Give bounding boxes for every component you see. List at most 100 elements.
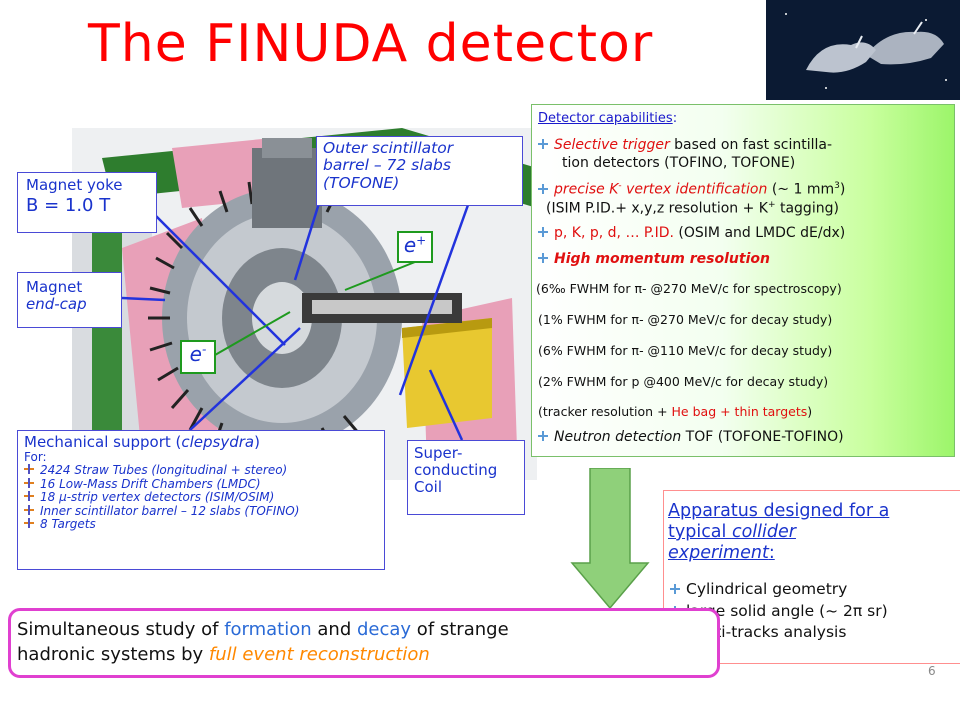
- bullet-icon: [538, 182, 548, 194]
- outer-line-3: (TOFONE): [323, 173, 400, 192]
- mech-item-text: 8 Targets: [40, 516, 96, 531]
- cap-line-1: Selective trigger based on fast scintill…: [538, 137, 832, 153]
- outer-scintillator-label: Outer scintillator barrel – 72 slabs (TO…: [316, 136, 523, 206]
- coil-line-3: Coil: [414, 477, 442, 496]
- mech-for: For:: [24, 449, 47, 464]
- sim-e: of strange: [411, 619, 509, 640]
- mech-item: Inner scintillator barrel – 12 slabs (TO…: [24, 503, 384, 518]
- mech-title-a: Mechanical support (: [24, 433, 182, 451]
- apparatus-item-text: Cylindrical geometry: [686, 580, 848, 598]
- bullet-icon: [24, 504, 34, 515]
- bullet-icon: [670, 579, 680, 594]
- cap-line-11: Neutron detection TOF (TOFONE-TOFINO): [538, 429, 844, 445]
- sim-f: hadronic systems by: [17, 644, 209, 666]
- capabilities-heading: Detector capabilities:: [538, 111, 677, 126]
- sim-line-1: Simultaneous study of formation and deca…: [17, 617, 509, 642]
- capabilities-heading-text: Detector capabilities: [538, 111, 673, 126]
- capabilities-heading-colon: :: [672, 111, 678, 126]
- mech-item-text: 2424 Straw Tubes (longitudinal + stereo): [40, 463, 288, 478]
- magnet-yoke-label: Magnet yoke B = 1.0 T: [17, 172, 157, 233]
- cap-l1a: Selective trigger: [554, 137, 670, 153]
- sim-c: and: [311, 619, 357, 640]
- mech-title-b: clepsydra: [181, 433, 255, 451]
- cap-l2sup: -: [618, 181, 622, 191]
- mech-item-text: 18 μ-strip vertex detectors (ISIM/OSIM): [40, 490, 275, 505]
- cap-l3b: tagging): [775, 200, 839, 217]
- bulls-logo-image: [766, 0, 960, 100]
- coil-line-1: Super-: [414, 444, 463, 462]
- bullet-icon: [538, 137, 548, 149]
- electron-label: e-: [180, 340, 216, 374]
- cap-l9: (2% FWHM for p @400 MeV/c for decay stud…: [538, 374, 829, 389]
- mech-item-text: Inner scintillator barrel – 12 slabs (TO…: [40, 503, 300, 518]
- bullet-icon: [538, 225, 548, 237]
- cap-line-2: precise K- vertex identification (~ 1 mm…: [538, 181, 845, 198]
- mechanical-support-label: Mechanical support (clepsydra) For: 2424…: [17, 430, 385, 570]
- apparatus-h2: typical collider: [668, 522, 889, 543]
- cap-line-5: High momentum resolution: [538, 251, 770, 267]
- bullet-icon: [24, 464, 34, 475]
- superconducting-coil-label: Super- conducting Coil: [407, 440, 525, 515]
- bullet-icon: [538, 251, 548, 263]
- mech-item: 2424 Straw Tubes (longitudinal + stereo): [24, 464, 384, 477]
- endcap-line-1: Magnet: [26, 278, 83, 296]
- bullet-icon: [538, 429, 548, 441]
- cap-l8: (6% FWHM for π- @110 MeV/c for decay stu…: [538, 343, 833, 358]
- positron-e: e: [403, 233, 417, 257]
- magnet-endcap-label: Magnet end-cap: [17, 272, 122, 328]
- apparatus-h2b: collider: [731, 522, 796, 542]
- mech-list: 2424 Straw Tubes (longitudinal + stereo)…: [24, 464, 384, 531]
- sim-line-2: hadronic systems by full event reconstru…: [17, 642, 509, 667]
- apparatus-heading: Apparatus designed for a typical collide…: [668, 501, 889, 564]
- mech-item: 16 Low-Mass Drift Chambers (LMDC): [24, 476, 384, 491]
- positron-sign: +: [416, 233, 427, 248]
- field-strength-text: B = 1.0 T: [26, 194, 111, 216]
- cap-l7: (1% FWHM for π- @270 MeV/c for decay stu…: [538, 312, 833, 327]
- cap-l2sup2: 3: [834, 181, 840, 191]
- apparatus-item-text: multi-tracks analysis: [686, 623, 847, 642]
- simultaneous-text: Simultaneous study of formation and deca…: [17, 617, 509, 667]
- mech-item-text: 16 Low-Mass Drift Chambers (LMDC): [40, 476, 261, 491]
- down-arrow-icon: [570, 468, 650, 610]
- cap-l4b: (OSIM and LMDC dE/dx): [673, 225, 846, 241]
- apparatus-item: Cylindrical geometry: [670, 579, 888, 601]
- apparatus-h1: Apparatus designed for a: [668, 501, 890, 521]
- capabilities-panel: Detector capabilities: Selective trigger…: [531, 104, 955, 457]
- cap-line-3: (ISIM P.ID.+ x,y,z resolution + K+ taggi…: [546, 200, 839, 217]
- simultaneous-study-box: Simultaneous study of formation and deca…: [8, 608, 720, 678]
- sim-d: decay: [356, 619, 412, 640]
- cap-line-10: (tracker resolution + He bag + thin targ…: [538, 404, 812, 419]
- bullet-icon: [24, 517, 34, 528]
- cap-l10b: He bag + thin targets: [671, 404, 808, 419]
- cap-l11a: Neutron detection: [554, 429, 682, 445]
- sim-a: Simultaneous study of: [17, 619, 225, 640]
- sim-g: full event reconstruction: [208, 644, 430, 666]
- cap-l2b: vertex identification: [621, 181, 768, 198]
- electron-e: e: [189, 342, 202, 366]
- mech-title: Mechanical support (clepsydra): [24, 434, 384, 451]
- apparatus-h2a: typical: [668, 522, 732, 542]
- apparatus-h3: experiment:: [668, 543, 889, 564]
- positron-label: e+: [397, 231, 433, 263]
- cap-l3: (ISIM P.ID.+ x,y,z resolution + K: [546, 200, 768, 217]
- cap-l6: (6‰ FWHM for π- @270 MeV/c for spectrosc…: [536, 281, 842, 296]
- slide-title: The FINUDA detector: [88, 14, 654, 74]
- mech-item: 18 μ-strip vertex detectors (ISIM/OSIM): [24, 490, 384, 505]
- cap-l10a: (tracker resolution +: [538, 404, 672, 419]
- apparatus-h3-text: experiment: [668, 543, 769, 563]
- cap-l3sup: +: [767, 200, 776, 210]
- electron-sign: -: [201, 342, 207, 357]
- cap-l10c: ): [807, 404, 813, 419]
- apparatus-item-text: large solid angle (~ 2π sr): [686, 601, 888, 620]
- apparatus-list: Cylindrical geometry large solid angle (…: [670, 579, 888, 644]
- cap-l1b: based on fast scintilla-: [669, 137, 833, 153]
- mech-item: 8 Targets: [24, 516, 384, 531]
- endcap-line-2: end-cap: [26, 294, 87, 313]
- outer-line-1: Outer scintillator: [323, 139, 454, 157]
- cap-l2d: ): [839, 181, 846, 198]
- cap-l4a: p, K, p, d, … P.ID.: [554, 225, 674, 241]
- cap-line-4: p, K, p, d, … P.ID. (OSIM and LMDC dE/dx…: [538, 225, 845, 241]
- cap-l1c: tion detectors (TOFINO, TOFONE): [562, 155, 796, 171]
- mech-title-c: ): [254, 433, 260, 451]
